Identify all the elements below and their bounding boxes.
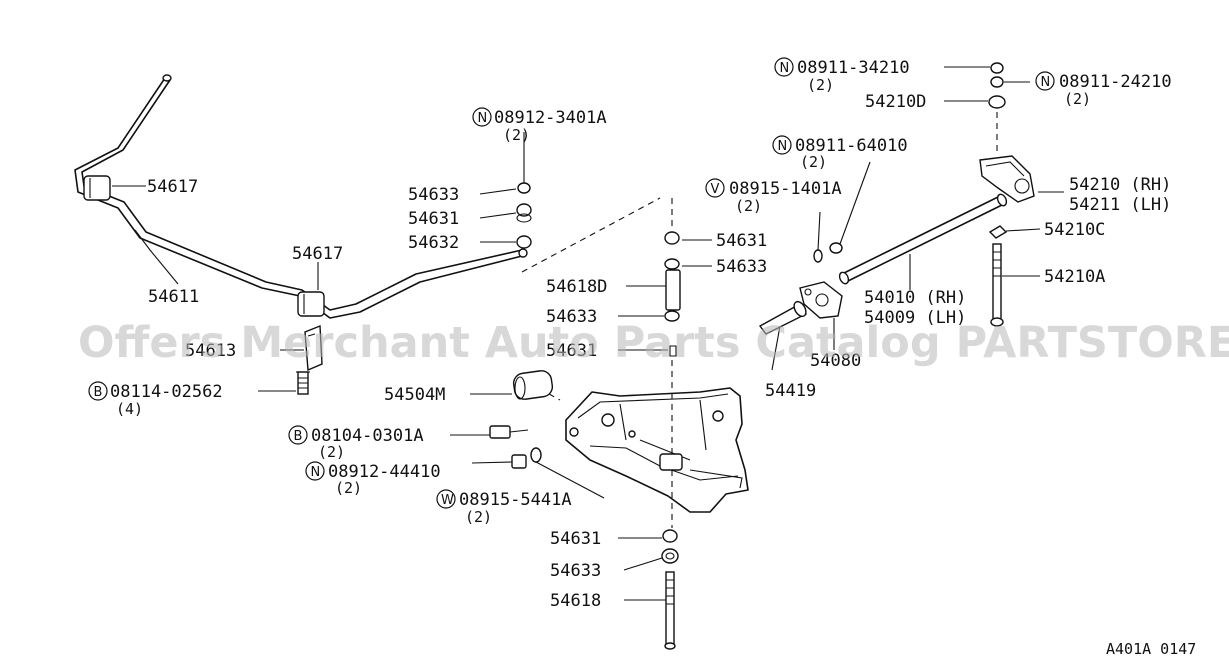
part-labels: 54617 54611 54617 54613 B 08114-02562 (4… xyxy=(88,57,1172,611)
link-hardware-stack-lower[interactable] xyxy=(661,529,679,650)
part-label-08915-1401a[interactable]: 08915-1401A xyxy=(729,179,842,199)
part-label-54617[interactable]: 54617 xyxy=(292,244,343,264)
quantity-label: (2) xyxy=(465,508,492,526)
washer-prefix-icon xyxy=(705,178,725,198)
part-label-54211-lh[interactable]: 54211 (LH) xyxy=(1069,195,1171,215)
washer-prefix-letter: W xyxy=(441,493,454,508)
bolt-prefix-icon xyxy=(88,381,108,401)
bracket-54080[interactable] xyxy=(799,281,843,319)
part-label-54210d[interactable]: 54210D xyxy=(865,92,926,112)
stabilizer-bar[interactable] xyxy=(74,74,528,319)
clamp-bolt[interactable] xyxy=(296,371,310,395)
quantity-label: (2) xyxy=(1064,90,1091,108)
part-label-54631[interactable]: 54631 xyxy=(546,341,597,361)
part-label-54617[interactable]: 54617 xyxy=(147,177,198,197)
tension-rod-bracket[interactable] xyxy=(979,155,1035,203)
nut-prefix-icon xyxy=(305,461,325,481)
tension-rod[interactable] xyxy=(838,193,1008,285)
part-label-54631[interactable]: 54631 xyxy=(716,231,767,251)
bolt-54210a[interactable] xyxy=(990,243,1004,327)
stabilizer-bushing-upper[interactable] xyxy=(83,175,111,201)
nut-prefix-letter: N xyxy=(1041,75,1051,90)
part-label-08912-3401a[interactable]: 08912-3401A xyxy=(494,108,607,128)
nut-prefix-letter: N xyxy=(311,465,321,480)
part-label-54633[interactable]: 54633 xyxy=(546,307,597,327)
bolt-prefix-letter: B xyxy=(94,385,103,400)
part-label-54633[interactable]: 54633 xyxy=(408,185,459,205)
bolt-54419[interactable] xyxy=(758,300,808,335)
link-hardware-stack-left[interactable] xyxy=(516,132,532,249)
part-label-54618d[interactable]: 54618D xyxy=(546,277,607,297)
quantity-label: (2) xyxy=(800,153,827,171)
bolt-08104[interactable] xyxy=(489,425,529,439)
part-label-54419[interactable]: 54419 xyxy=(765,381,816,401)
quantity-label: (2) xyxy=(735,197,762,215)
nut-prefix-letter: N xyxy=(780,61,790,76)
washer-prefix-icon xyxy=(436,489,456,509)
quantity-label: (2) xyxy=(503,126,530,144)
part-label-54631[interactable]: 54631 xyxy=(408,209,459,229)
part-label-08915-5441a[interactable]: 08915-5441A xyxy=(459,490,572,510)
washer-08915-1401a[interactable] xyxy=(813,249,823,263)
crossmember[interactable] xyxy=(565,387,749,513)
part-label-08911-64010[interactable]: 08911-64010 xyxy=(795,136,908,156)
quantity-label: (2) xyxy=(335,479,362,497)
watermark: Offers Merchant Auto Parts Catalog PARTS… xyxy=(78,318,1229,368)
leader-lines xyxy=(112,66,1064,601)
nut-prefix-icon xyxy=(774,57,794,77)
part-label-54009-lh[interactable]: 54009 (LH) xyxy=(864,308,966,328)
washer-08915-5441a[interactable] xyxy=(530,447,542,463)
part-label-54633[interactable]: 54633 xyxy=(716,257,767,277)
part-label-54631[interactable]: 54631 xyxy=(550,529,601,549)
part-label-54210a[interactable]: 54210A xyxy=(1044,267,1105,287)
part-label-54504m[interactable]: 54504M xyxy=(384,385,445,405)
link-hardware-stack-center[interactable] xyxy=(664,231,681,357)
washer-prefix-letter: V xyxy=(711,182,720,197)
nut-prefix-icon xyxy=(772,135,792,155)
part-label-08114-02562[interactable]: 08114-02562 xyxy=(110,382,223,402)
quantity-label: (2) xyxy=(318,443,345,461)
part-label-54618[interactable]: 54618 xyxy=(550,591,601,611)
part-label-54611[interactable]: 54611 xyxy=(148,287,199,307)
part-label-54633[interactable]: 54633 xyxy=(550,561,601,581)
diagram-reference: A401A 0147 xyxy=(1106,640,1196,658)
bolt-prefix-letter: B xyxy=(294,429,303,444)
part-label-08911-34210[interactable]: 08911-34210 xyxy=(797,58,910,78)
quantity-label: (4) xyxy=(116,400,143,418)
stabilizer-bushing-lower[interactable] xyxy=(297,291,325,317)
tension-rod-hardware-stack[interactable] xyxy=(988,62,1006,109)
part-label-54080[interactable]: 54080 xyxy=(810,351,861,371)
quantity-label: (2) xyxy=(807,76,834,94)
washer-54210c[interactable] xyxy=(988,225,1008,239)
part-label-08104-0301a[interactable]: 08104-0301A xyxy=(311,426,424,446)
part-label-54210-rh[interactable]: 54210 (RH) xyxy=(1069,175,1171,195)
nut-prefix-icon xyxy=(1035,71,1055,91)
stabilizer-clamp[interactable] xyxy=(304,324,323,372)
part-label-54632[interactable]: 54632 xyxy=(408,233,459,253)
nut-prefix-icon xyxy=(472,107,492,127)
nut-prefix-letter: N xyxy=(778,139,788,154)
part-label-54613[interactable]: 54613 xyxy=(185,341,236,361)
bolt-prefix-icon xyxy=(288,425,308,445)
projection-line xyxy=(521,197,661,273)
nut-08911-64010[interactable] xyxy=(829,242,843,254)
nut-prefix-letter: N xyxy=(478,111,488,126)
part-label-54210c[interactable]: 54210C xyxy=(1044,220,1105,240)
part-label-08911-24210[interactable]: 08911-24210 xyxy=(1059,72,1172,92)
bushing-54504m[interactable] xyxy=(512,369,554,400)
part-label-54010-rh[interactable]: 54010 (RH) xyxy=(864,288,966,308)
part-label-08912-44410[interactable]: 08912-44410 xyxy=(328,462,441,482)
nut-08912-44410[interactable] xyxy=(511,454,527,469)
